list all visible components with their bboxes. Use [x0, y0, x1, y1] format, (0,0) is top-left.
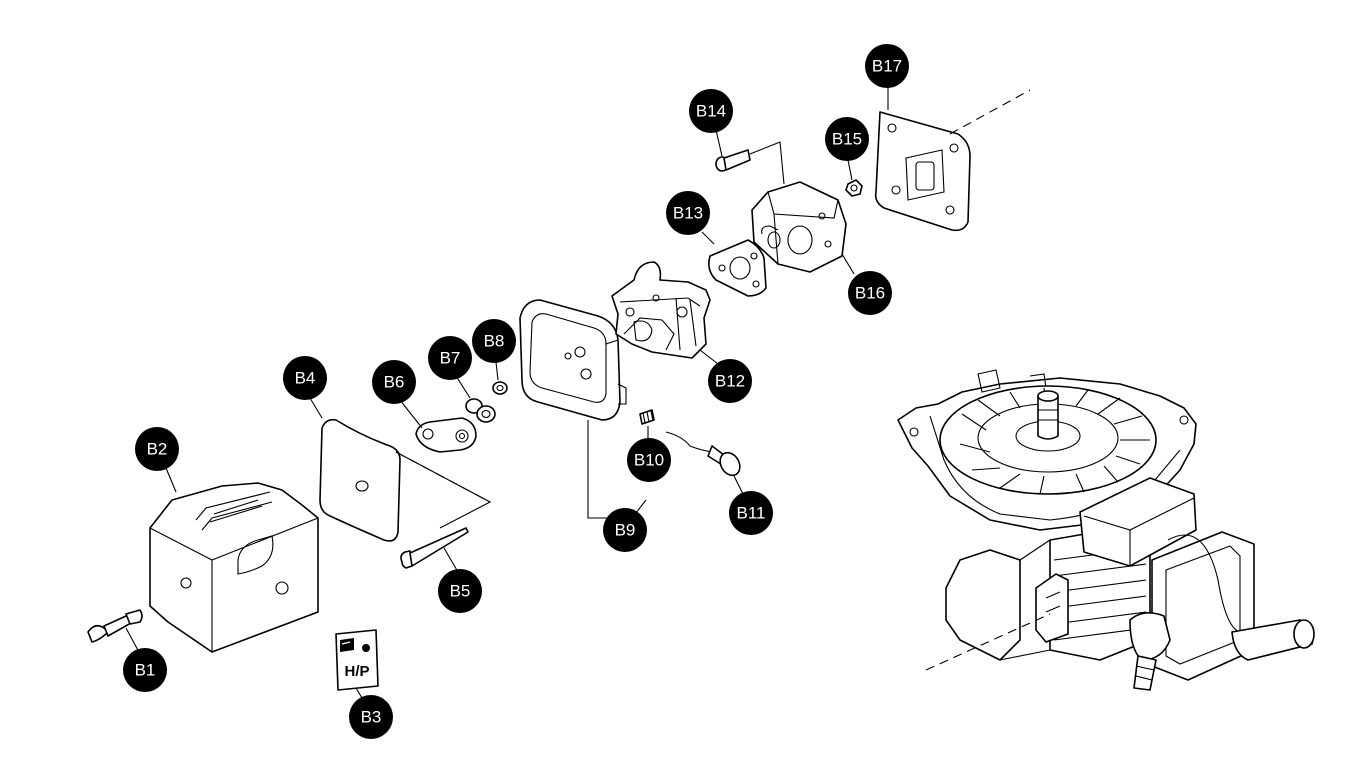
nut — [845, 179, 863, 197]
wing-bolt — [87, 609, 143, 643]
callout-label-B17: B17 — [872, 57, 902, 76]
callout-B17: B17 — [865, 44, 909, 88]
callout-label-B5: B5 — [450, 582, 471, 601]
callout-B7: B7 — [428, 336, 472, 380]
callout-B10: B10 — [627, 438, 671, 482]
choke-decal: H/P — [335, 629, 379, 691]
callout-label-B6: B6 — [384, 373, 405, 392]
callout-label-B15: B15 — [832, 130, 862, 149]
ring — [465, 398, 496, 423]
callout-B1: B1 — [123, 648, 167, 692]
callout-B4: B4 — [283, 356, 327, 400]
air-cleaner-cover — [149, 482, 319, 653]
callout-label-B7: B7 — [440, 349, 461, 368]
callout-B11: B11 — [729, 491, 773, 535]
callout-B3: B3 — [349, 695, 393, 739]
engine-assembly — [897, 369, 1315, 691]
carburetor-gasket — [708, 239, 767, 297]
spring — [639, 409, 655, 425]
callout-B15: B15 — [825, 117, 869, 161]
callout-B2: B2 — [135, 427, 179, 471]
bolt — [715, 149, 751, 172]
callout-label-B1: B1 — [135, 661, 156, 680]
air-cleaner-case — [519, 299, 627, 421]
callout-label-B3: B3 — [361, 708, 382, 727]
callout-B12: B12 — [708, 359, 752, 403]
callout-B6: B6 — [372, 360, 416, 404]
choke-plate — [415, 417, 477, 453]
callout-label-B4: B4 — [295, 369, 316, 388]
callout-B13: B13 — [666, 191, 710, 235]
cylinder-gasket — [874, 111, 971, 232]
throttle-cable — [665, 431, 741, 477]
air-filter-element — [319, 418, 401, 542]
callout-B8: B8 — [472, 319, 516, 363]
small-washer — [492, 381, 508, 395]
callout-B16: B16 — [848, 271, 892, 315]
callout-label-B9: B9 — [615, 521, 636, 540]
decal-label: H/P — [344, 663, 369, 680]
callout-label-B11: B11 — [737, 504, 766, 523]
callout-label-B10: B10 — [634, 451, 664, 470]
callout-label-B13: B13 — [673, 204, 703, 223]
callout-label-B16: B16 — [855, 284, 885, 303]
insulator-block — [751, 181, 847, 273]
callout-B9: B9 — [603, 508, 647, 552]
callout-label-B8: B8 — [484, 332, 505, 351]
carburetor — [611, 261, 711, 359]
callout-B5: B5 — [438, 569, 482, 613]
callout-B14: B14 — [689, 89, 733, 133]
callout-label-B14: B14 — [696, 102, 726, 121]
callout-label-B12: B12 — [715, 372, 745, 391]
callout-label-B2: B2 — [147, 440, 168, 459]
long-bolt — [400, 527, 469, 569]
